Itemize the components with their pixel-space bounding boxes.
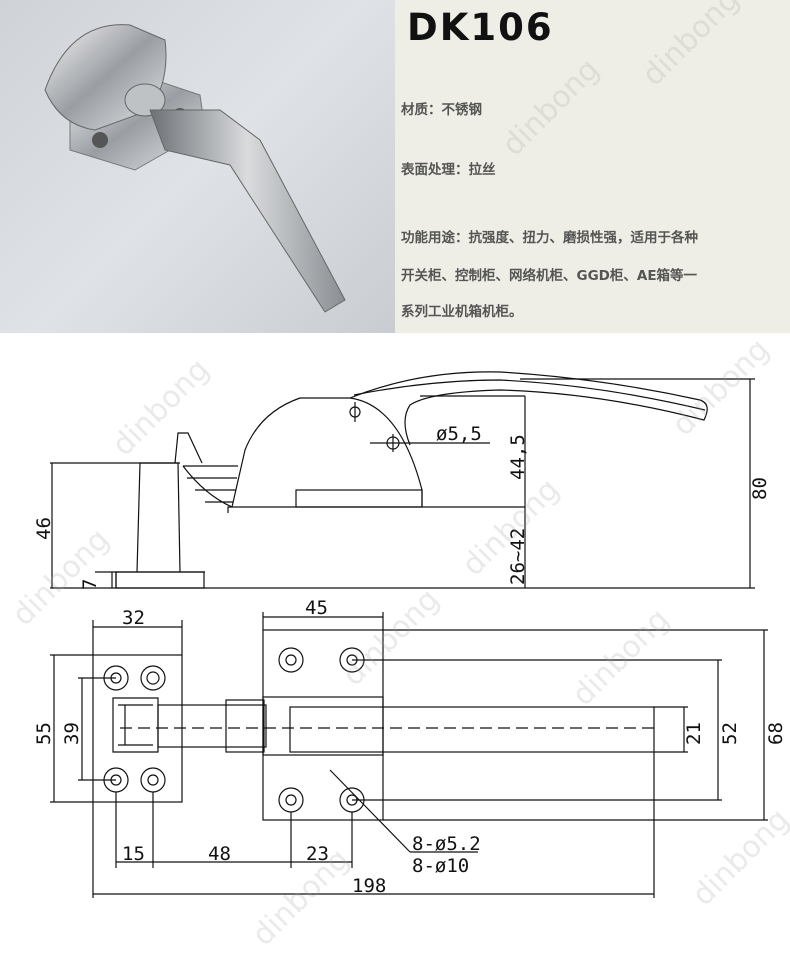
side-view xyxy=(50,371,755,589)
dim-base-height: 46 xyxy=(33,517,55,540)
spec-usage-line2: 开关柜、控制柜、网络机柜、GGD柜、AE箱等一 xyxy=(401,268,698,284)
technical-drawing: ø5,5 44,5 80 46 7 26~42 xyxy=(33,371,787,898)
dim-hole-spacing: 39 xyxy=(61,722,83,745)
spec-surface: 表面处理：拉丝 xyxy=(401,162,496,178)
dim-15: 15 xyxy=(122,843,145,865)
dim-door-thickness: 26~42 xyxy=(507,528,529,585)
product-photo xyxy=(0,0,395,333)
dim-23: 23 xyxy=(306,843,329,865)
side-view-dimensions: ø5,5 44,5 80 46 7 26~42 xyxy=(33,423,771,590)
dim-lever-height: 44,5 xyxy=(507,434,529,480)
dim-hole-diameter: ø5,5 xyxy=(436,423,482,445)
dim-plate-width: 32 xyxy=(122,607,145,629)
plan-view xyxy=(50,612,768,898)
dim-bracket-hole-spacing: 52 xyxy=(719,722,741,745)
dim-bar-width: 21 xyxy=(683,722,705,745)
dim-plate-thickness: 7 xyxy=(79,579,101,590)
dim-total-length: 198 xyxy=(352,875,386,897)
plan-view-dimensions: 32 45 55 39 21 52 68 15 48 23 198 8-ø5.2… xyxy=(33,597,787,897)
dim-48: 48 xyxy=(208,843,231,865)
spec-usage-line3: 系列工业机箱机柜。 xyxy=(401,304,523,320)
spec-material: 材质：不锈钢 xyxy=(401,102,482,118)
model-title: DK106 xyxy=(407,6,554,49)
dim-bracket-width: 45 xyxy=(305,597,328,619)
mounting-holes-bracket xyxy=(278,647,365,813)
mounting-holes-left xyxy=(103,665,166,793)
dim-large-holes: 8-ø10 xyxy=(412,855,469,877)
handle-photo-illustration xyxy=(44,24,346,313)
dim-bracket-height: 68 xyxy=(765,722,787,745)
dim-small-holes: 8-ø5.2 xyxy=(412,833,481,855)
spec-usage-line1: 功能用途：抗强度、扭力、磨损性强，适用于各种 xyxy=(401,230,698,246)
dim-total-height: 80 xyxy=(749,477,771,500)
spec-panel xyxy=(395,0,790,333)
dim-plate-height: 55 xyxy=(33,722,55,745)
